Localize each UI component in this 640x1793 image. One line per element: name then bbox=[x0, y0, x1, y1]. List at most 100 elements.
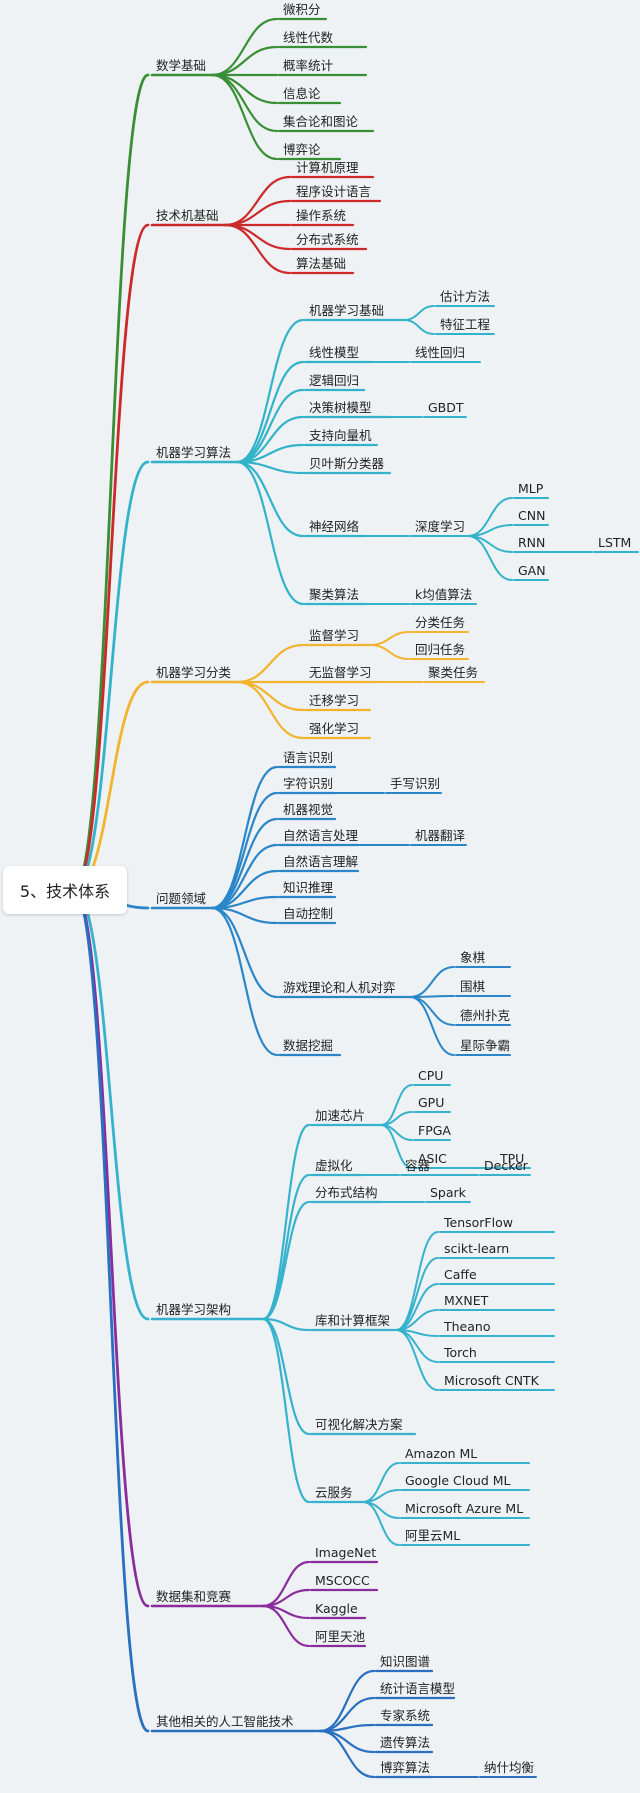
leaf-ml-nn-1-label[interactable]: CNN bbox=[518, 508, 545, 523]
leaf-ml-feature-eng-label[interactable]: 特征工程 bbox=[440, 317, 491, 332]
connector-ml-1 bbox=[235, 360, 305, 464]
node-arch-3-label[interactable]: 库和计算框架 bbox=[315, 1313, 390, 1328]
node-domain-8-label[interactable]: 数据挖掘 bbox=[283, 1038, 333, 1053]
node-domain-5-label[interactable]: 知识推理 bbox=[283, 880, 334, 895]
node-math-5-label[interactable]: 博弈论 bbox=[283, 142, 321, 157]
node-math-4-label[interactable]: 集合论和图论 bbox=[283, 114, 359, 129]
branch-cs-label[interactable]: 技术机基础 bbox=[156, 208, 219, 223]
leaf-arch-decker-label[interactable]: Decker bbox=[484, 1158, 529, 1173]
leaf-other-nash-label[interactable]: 纳什均衡 bbox=[484, 1760, 534, 1775]
leaf-ml-kmeans-label[interactable]: k均值算法 bbox=[415, 587, 472, 602]
leaf-ml-linear-regression-label[interactable]: 线性回归 bbox=[415, 345, 465, 360]
connector-root-other bbox=[72, 888, 150, 1733]
leaf-mlclass-clustering-label[interactable]: 聚类任务 bbox=[428, 665, 478, 680]
leaf-domain-game-3-label[interactable]: 星际争霸 bbox=[460, 1038, 510, 1053]
leaf-arch-cloud-3-label[interactable]: 阿里云ML bbox=[405, 1528, 460, 1543]
node-ml-0-label[interactable]: 机器学习基础 bbox=[309, 303, 384, 318]
branch-math-label[interactable]: 数学基础 bbox=[156, 58, 206, 73]
leaf-arch-cloud-1-label[interactable]: Google Cloud ML bbox=[405, 1473, 511, 1488]
node-mlclass-2-label[interactable]: 迁移学习 bbox=[309, 693, 359, 708]
node-cs-2-label[interactable]: 操作系统 bbox=[296, 208, 346, 223]
leaf-arch-cloud-0-label[interactable]: Amazon ML bbox=[405, 1446, 477, 1461]
connector-other-0 bbox=[318, 1669, 376, 1733]
node-ml-7-label[interactable]: 聚类算法 bbox=[309, 587, 359, 602]
node-other-0-label[interactable]: 知识图谱 bbox=[380, 1654, 430, 1669]
node-other-4-label[interactable]: 博弈算法 bbox=[380, 1760, 430, 1775]
leaf-arch-lib-2-label[interactable]: Caffe bbox=[444, 1267, 477, 1282]
leaf-arch-lib-6-label[interactable]: Microsoft CNTK bbox=[444, 1373, 540, 1388]
node-mlclass-1-label[interactable]: 无监督学习 bbox=[309, 665, 372, 680]
node-math-1-label[interactable]: 线性代数 bbox=[283, 30, 334, 45]
root-node-label: 5、技术体系 bbox=[19, 882, 111, 901]
leaf-arch-lib-1-label[interactable]: scikt-learn bbox=[444, 1241, 509, 1256]
node-ml-6-label[interactable]: 神经网络 bbox=[309, 519, 360, 534]
leaf-ml-deep-learning-label[interactable]: 深度学习 bbox=[415, 519, 465, 534]
leaf-arch-lib-5-label[interactable]: Torch bbox=[443, 1345, 477, 1360]
leaf-arch-lib-4-label[interactable]: Theano bbox=[443, 1319, 490, 1334]
leaf-domain-game-1-label[interactable]: 围棋 bbox=[460, 979, 486, 994]
node-cs-1-label[interactable]: 程序设计语言 bbox=[296, 184, 371, 199]
leaf-arch-lib-3-label[interactable]: MXNET bbox=[444, 1293, 489, 1308]
node-math-3-label[interactable]: 信息论 bbox=[283, 86, 321, 101]
node-arch-0-label[interactable]: 加速芯片 bbox=[315, 1108, 365, 1123]
leaf-ml-estimation-label[interactable]: 估计方法 bbox=[440, 289, 490, 304]
node-domain-7-label[interactable]: 游戏理论和人机对弈 bbox=[283, 980, 396, 995]
leaf-arch-cloud-2-label[interactable]: Microsoft Azure ML bbox=[405, 1501, 523, 1516]
root-node[interactable]: 5、技术体系 bbox=[3, 866, 127, 914]
leaf-arch-chip-2-label[interactable]: FPGA bbox=[418, 1123, 451, 1138]
node-data-1-label[interactable]: MSCOCC bbox=[315, 1573, 370, 1588]
leaf-mlclass-regression-label[interactable]: 回归任务 bbox=[415, 642, 465, 657]
node-other-3-label[interactable]: 遗传算法 bbox=[380, 1735, 430, 1750]
node-ml-2-label[interactable]: 逻辑回归 bbox=[309, 373, 359, 388]
node-ml-1-label[interactable]: 线性模型 bbox=[309, 345, 359, 360]
leaf-ml-lstm-label[interactable]: LSTM bbox=[598, 535, 631, 550]
node-arch-1-label[interactable]: 虚拟化 bbox=[315, 1158, 353, 1173]
leaf-arch-container-label[interactable]: 容器 bbox=[405, 1158, 431, 1173]
node-mlclass-0-label[interactable]: 监督学习 bbox=[309, 628, 359, 643]
leaf-ml-nn-0-label[interactable]: MLP bbox=[518, 481, 544, 496]
leaf-domain-game-0-label[interactable]: 象棋 bbox=[460, 950, 486, 965]
leaf-arch-chip-0-label[interactable]: CPU bbox=[418, 1068, 443, 1083]
leaf-ml-nn-2-label[interactable]: RNN bbox=[518, 535, 545, 550]
node-other-1-label[interactable]: 统计语言模型 bbox=[380, 1681, 455, 1696]
node-mlclass-3-label[interactable]: 强化学习 bbox=[309, 721, 359, 736]
node-arch-2-label[interactable]: 分布式结构 bbox=[315, 1185, 378, 1200]
node-arch-4-label[interactable]: 可视化解决方案 bbox=[315, 1417, 403, 1432]
node-ml-3-label[interactable]: 决策树模型 bbox=[309, 400, 372, 415]
leaf-ml-nn-3-label[interactable]: GAN bbox=[518, 563, 546, 578]
leaf-arch-tpu-label[interactable]: TPU bbox=[499, 1151, 524, 1166]
node-domain-3-label[interactable]: 自然语言处理 bbox=[283, 828, 359, 843]
node-data-2-label[interactable]: Kaggle bbox=[315, 1601, 358, 1616]
leaf-domain-handwriting-label[interactable]: 手写识别 bbox=[390, 776, 440, 791]
node-domain-0-label[interactable]: 语言识别 bbox=[283, 750, 333, 765]
node-cs-0-label[interactable]: 计算机原理 bbox=[296, 160, 359, 175]
node-domain-2-label[interactable]: 机器视觉 bbox=[283, 802, 333, 817]
node-other-2-label[interactable]: 专家系统 bbox=[380, 1708, 430, 1723]
branch-domain-label[interactable]: 问题领域 bbox=[156, 891, 206, 906]
node-ml-4-label[interactable]: 支持向量机 bbox=[309, 428, 372, 443]
leaf-domain-game-2-label[interactable]: 德州扑克 bbox=[460, 1008, 510, 1023]
node-arch-5-label[interactable]: 云服务 bbox=[315, 1485, 353, 1500]
node-ml-5-label[interactable]: 贝叶斯分类器 bbox=[309, 456, 385, 471]
leaf-ml-gbdt-label[interactable]: GBDT bbox=[428, 400, 464, 415]
branch-ml-label[interactable]: 机器学习算法 bbox=[156, 445, 231, 460]
branch-mlclass-label[interactable]: 机器学习分类 bbox=[156, 665, 232, 680]
node-data-3-label[interactable]: 阿里天池 bbox=[315, 1629, 366, 1644]
node-math-2-label[interactable]: 概率统计 bbox=[283, 58, 333, 73]
node-cs-4-label[interactable]: 算法基础 bbox=[296, 256, 346, 271]
branch-data-label[interactable]: 数据集和竞赛 bbox=[156, 1589, 232, 1604]
leaf-arch-lib-0-label[interactable]: TensorFlow bbox=[443, 1215, 513, 1230]
node-domain-4-label[interactable]: 自然语言理解 bbox=[283, 854, 358, 869]
leaf-domain-translation-label[interactable]: 机器翻译 bbox=[415, 828, 466, 843]
leaf-arch-chip-1-label[interactable]: GPU bbox=[418, 1095, 444, 1110]
node-math-0-label[interactable]: 微积分 bbox=[283, 2, 321, 17]
leaf-mlclass-classification-label[interactable]: 分类任务 bbox=[415, 615, 465, 630]
node-cs-3-label[interactable]: 分布式系统 bbox=[296, 232, 359, 247]
leaf-arch-chip-3-label[interactable]: ASIC bbox=[418, 1151, 447, 1166]
branch-other-label[interactable]: 其他相关的人工智能技术 bbox=[156, 1714, 294, 1729]
leaf-arch-spark-label[interactable]: Spark bbox=[430, 1185, 467, 1200]
node-data-0-label[interactable]: ImageNet bbox=[315, 1545, 376, 1560]
node-domain-1-label[interactable]: 字符识别 bbox=[283, 776, 333, 791]
branch-arch-label[interactable]: 机器学习架构 bbox=[156, 1302, 231, 1317]
node-domain-6-label[interactable]: 自动控制 bbox=[283, 906, 333, 921]
